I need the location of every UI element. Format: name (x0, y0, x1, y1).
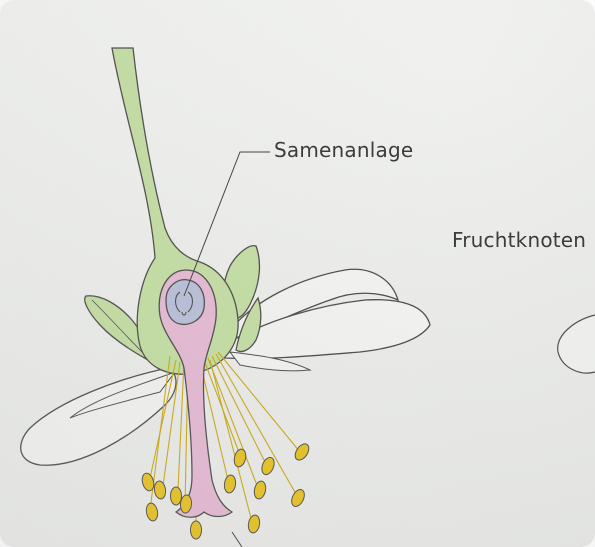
faint-petal-right (558, 315, 595, 373)
anther (260, 456, 277, 477)
label-ovary: Fruchtknoten (452, 228, 586, 252)
anther (232, 448, 247, 468)
petal-left (21, 368, 176, 465)
ovule (166, 280, 204, 325)
anther (223, 474, 236, 493)
anther (140, 472, 155, 492)
leader-line-bottom (232, 532, 242, 547)
anther (153, 480, 166, 499)
anther (171, 487, 182, 505)
anther (247, 514, 261, 534)
label-ovule: Samenanlage (274, 138, 413, 162)
anther (253, 480, 268, 500)
anthers (140, 441, 311, 539)
anther (191, 521, 202, 539)
anther (145, 502, 159, 522)
anther (289, 487, 307, 508)
anther (292, 441, 311, 462)
